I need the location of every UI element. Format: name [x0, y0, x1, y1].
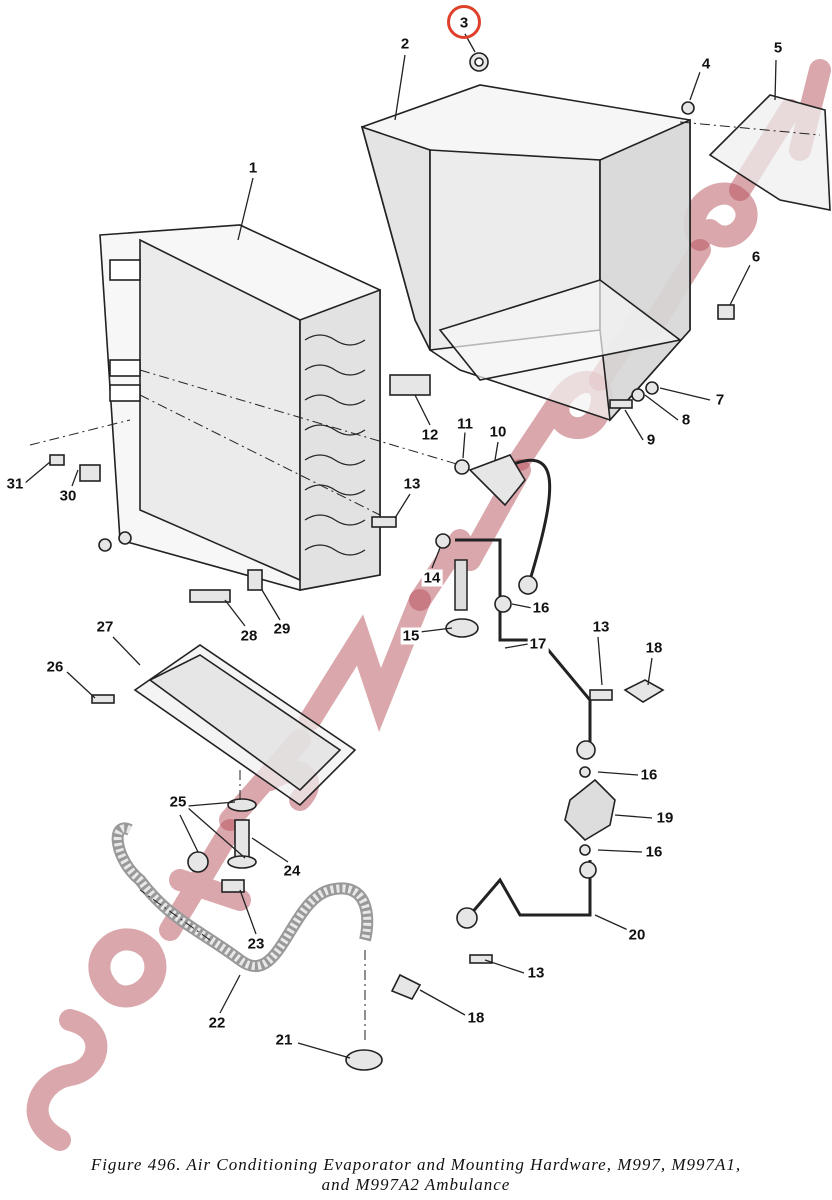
- callout-11: 11: [455, 415, 475, 433]
- highlight-circle: [447, 5, 481, 39]
- callout-17: 17: [527, 635, 549, 653]
- callout-1: 1: [246, 159, 260, 177]
- callout-6: 6: [749, 248, 763, 266]
- callout-29: 29: [271, 620, 293, 638]
- callout-16c: 16: [643, 843, 665, 861]
- callout-12: 12: [419, 426, 441, 444]
- callout-25: 25: [167, 793, 189, 811]
- figure-caption: Figure 496. Air Conditioning Evaporator …: [0, 1155, 832, 1195]
- hardware-parts: [49, 52, 735, 1071]
- callout-27: 27: [94, 618, 116, 636]
- callout-24: 24: [281, 862, 303, 880]
- callout-30: 30: [57, 487, 79, 505]
- callout-5: 5: [771, 39, 785, 57]
- evaporator-core: [99, 224, 381, 591]
- callout-13: 13: [401, 475, 423, 493]
- callout-18b: 18: [465, 1009, 487, 1027]
- callout-2: 2: [398, 35, 412, 53]
- callout-26: 26: [44, 658, 66, 676]
- leader-lines: [24, 33, 777, 1059]
- callout-13b: 13: [590, 618, 612, 636]
- callout-16b: 16: [638, 766, 660, 784]
- callout-28: 28: [238, 627, 260, 645]
- callout-9: 9: [644, 431, 658, 449]
- callout-21: 21: [273, 1031, 295, 1049]
- callout-7: 7: [713, 391, 727, 409]
- callout-13c: 13: [525, 964, 547, 982]
- callout-23: 23: [245, 935, 267, 953]
- centerlines: [29, 121, 821, 1040]
- callout-16: 16: [530, 599, 552, 617]
- caption-line-1: Figure 496. Air Conditioning Evaporator …: [90, 1155, 742, 1174]
- callout-31: 31: [4, 475, 26, 493]
- callout-3: 3: [459, 14, 469, 32]
- callout-10: 10: [487, 423, 509, 441]
- callout-19: 19: [654, 809, 676, 827]
- callout-14: 14: [421, 569, 443, 587]
- callout-18: 18: [643, 639, 665, 657]
- callout-8: 8: [679, 411, 693, 429]
- callout-20: 20: [626, 926, 648, 944]
- bracket: [708, 94, 831, 211]
- callout-4: 4: [699, 55, 713, 73]
- caption-line-2: and M997A2 Ambulance: [321, 1175, 511, 1194]
- callout-15: 15: [400, 627, 422, 645]
- expansion-valve: [564, 778, 616, 842]
- drip-pan: [133, 644, 357, 807]
- evaporator-housing: [360, 84, 691, 422]
- callout-22: 22: [206, 1014, 228, 1032]
